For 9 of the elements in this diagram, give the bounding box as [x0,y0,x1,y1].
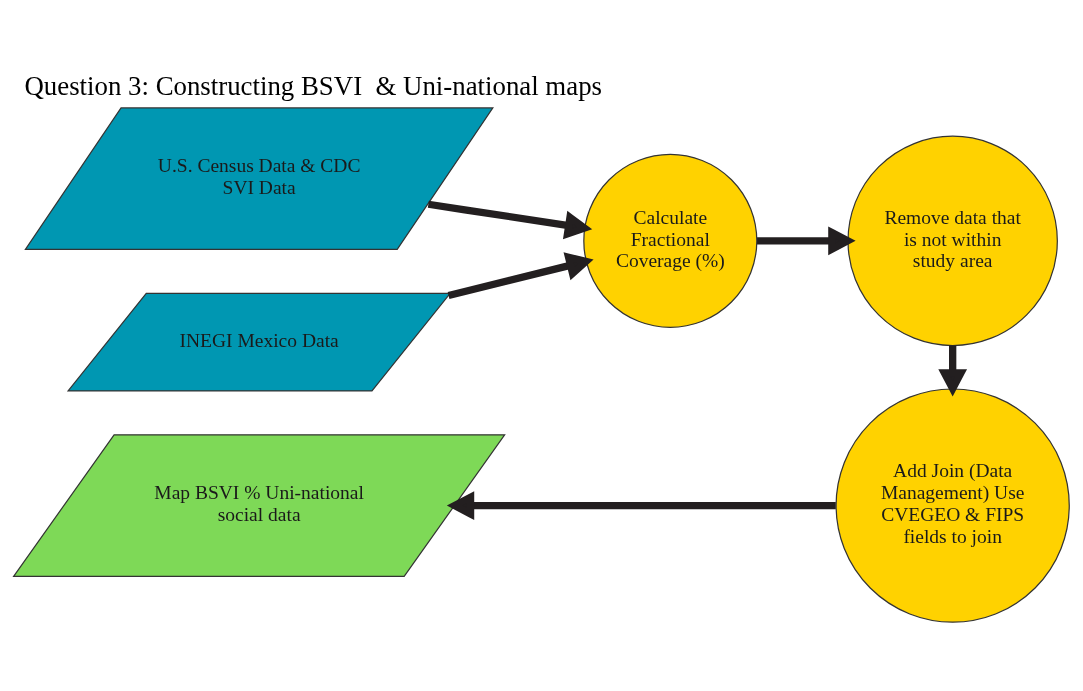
arrow [447,252,594,300]
arrow [757,226,856,256]
arrow [427,200,593,240]
node-circle: Add Join (Data Management) Use CVEGEO & FIPS fields to join [835,388,1070,623]
node-circle: Remove data that is not within study area [847,135,1058,347]
node-circle: Calculate Fractional Coverage (%) [583,153,758,328]
arrow [938,345,968,397]
arrow [446,491,836,520]
diagram-title: Question 3: Constructing BSVI & Uni-national maps [24,71,603,102]
